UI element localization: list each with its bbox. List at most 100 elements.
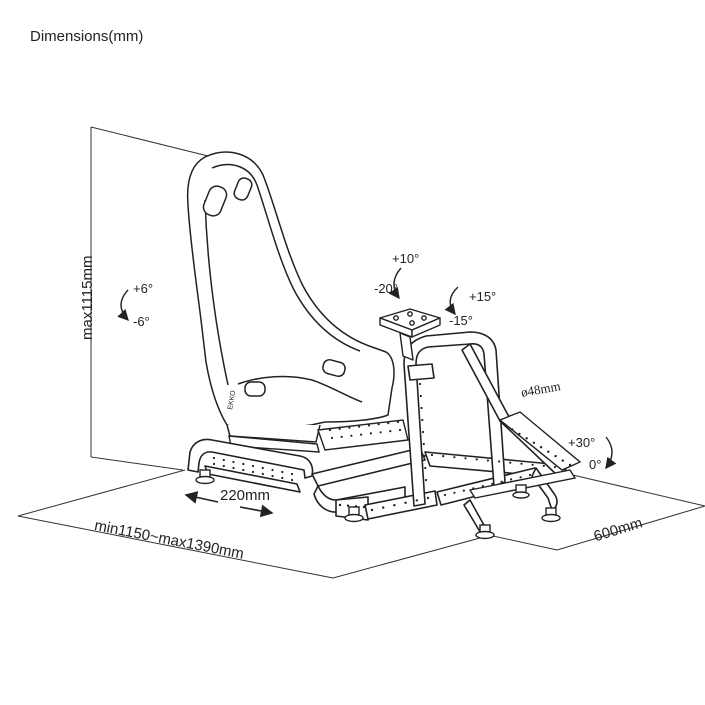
- pedal-angle-plus: +30°: [568, 435, 596, 450]
- width-extension-back: [559, 471, 705, 507]
- perforation-dot: [498, 460, 501, 463]
- perforation-dot: [475, 458, 478, 461]
- perforation-dot: [520, 462, 523, 465]
- length-extension-right: [332, 537, 481, 579]
- perforation-dot: [554, 454, 557, 458]
- perforation-dot: [367, 424, 370, 427]
- perforation-dot: [518, 432, 521, 436]
- foot-back-right: [541, 507, 561, 523]
- perforation-dot: [561, 459, 564, 462]
- perforation-dot: [553, 465, 557, 469]
- mount-hole: [421, 315, 427, 321]
- perforation-dot: [453, 491, 456, 494]
- perforation-dot: [271, 468, 274, 472]
- adjustable-feet: [195, 469, 561, 540]
- seat-rotation-arrow: [117, 289, 129, 322]
- perforation-dot: [453, 456, 456, 459]
- perforation-dot: [340, 435, 343, 438]
- frame-perforations: [212, 382, 572, 512]
- perforation-dot: [281, 470, 284, 474]
- perforation-dot: [281, 476, 284, 480]
- seat-harness-slot-right: [233, 177, 253, 201]
- perforation-dot: [510, 478, 513, 481]
- seat-side-bolster: [204, 199, 229, 386]
- perforation-dot: [360, 433, 363, 436]
- perforation-dot: [424, 478, 428, 482]
- perforation-dot: [420, 406, 423, 410]
- perforation-dot: [430, 453, 434, 457]
- perforation-dot: [396, 420, 400, 424]
- perforation-dot: [222, 464, 225, 468]
- perforation-dot: [377, 423, 380, 426]
- perforation-dot: [419, 394, 422, 398]
- perforation-dot: [261, 466, 264, 470]
- perforation-dot: [528, 473, 532, 477]
- perforation-dot: [568, 463, 572, 467]
- perforation-dot: [519, 476, 522, 479]
- foot-front-left: [344, 506, 364, 523]
- perforation-dot: [462, 489, 465, 492]
- perforation-dot: [362, 505, 366, 509]
- perforation-dot: [358, 425, 361, 428]
- perforation-dot: [421, 430, 425, 434]
- seat-lower-slot-right: [322, 358, 346, 378]
- plate-angle-plus: +15°: [469, 289, 497, 304]
- perforation-dot: [539, 446, 543, 449]
- perforation-dot: [328, 428, 332, 432]
- pedal-plate: [468, 411, 582, 499]
- perforation-dot: [481, 485, 484, 488]
- rear-crossbar: [187, 438, 314, 479]
- seat-angle-plus: +6°: [133, 281, 154, 296]
- perforation-dot: [350, 434, 353, 437]
- perforation-dot: [212, 456, 216, 460]
- width-dimension-line: [556, 505, 705, 551]
- perforation-dot: [348, 426, 351, 429]
- seat-harness-slot-left: [202, 185, 228, 217]
- perforation-dot: [251, 470, 255, 474]
- mount-plate-post: [399, 332, 414, 361]
- left-side-rail: [311, 447, 426, 487]
- perforation-dot: [424, 466, 427, 470]
- perforation-dot: [232, 466, 235, 470]
- perforation-dot: [472, 487, 475, 490]
- perforation-dot: [389, 430, 392, 433]
- pedal-rotation-arrow: [605, 436, 617, 470]
- perforation-dot: [338, 503, 342, 507]
- perforation-dot: [503, 423, 507, 427]
- foot-rear-left: [195, 469, 215, 485]
- wheel-rotation-arrow: [388, 267, 402, 300]
- perforation-dot: [346, 504, 350, 507]
- wheel-mount-plate: [379, 308, 441, 361]
- perforation-dot: [222, 458, 225, 462]
- perforation-dot: [379, 431, 382, 434]
- perforation-dot: [542, 464, 545, 467]
- perforation-dot: [404, 501, 407, 504]
- height-dimension-label: max1115mm: [79, 255, 96, 340]
- bucket-seat: [186, 151, 395, 443]
- seat-lower-slot-left: [244, 381, 266, 397]
- height-extension-bottom: [90, 456, 184, 471]
- rotation-arrows: [117, 267, 617, 470]
- seat-angle-minus: -6°: [133, 314, 150, 329]
- perforation-dot: [464, 457, 467, 460]
- slide-arrow: [184, 491, 274, 518]
- pedal-angle-zero: 0°: [589, 457, 602, 472]
- plate-rotation-arrow: [444, 286, 459, 316]
- perforation-dot: [426, 496, 430, 500]
- dimension-lines: [17, 126, 705, 579]
- seat-cushion-edge: [237, 375, 363, 403]
- perforation-dot: [369, 432, 372, 435]
- perforation-dot: [500, 480, 503, 483]
- perforation-dot: [491, 482, 494, 485]
- perforation-dot: [261, 472, 264, 476]
- length-extension-left: [17, 469, 186, 517]
- perforation-dot: [271, 474, 274, 478]
- base-frame: [187, 438, 567, 539]
- wheel-stand-arch: [403, 331, 506, 507]
- slide-dimension-label: 220mm: [220, 487, 271, 504]
- perforation-dot: [398, 428, 402, 432]
- height-extension-top: [90, 126, 209, 157]
- perforation-dot: [547, 450, 550, 453]
